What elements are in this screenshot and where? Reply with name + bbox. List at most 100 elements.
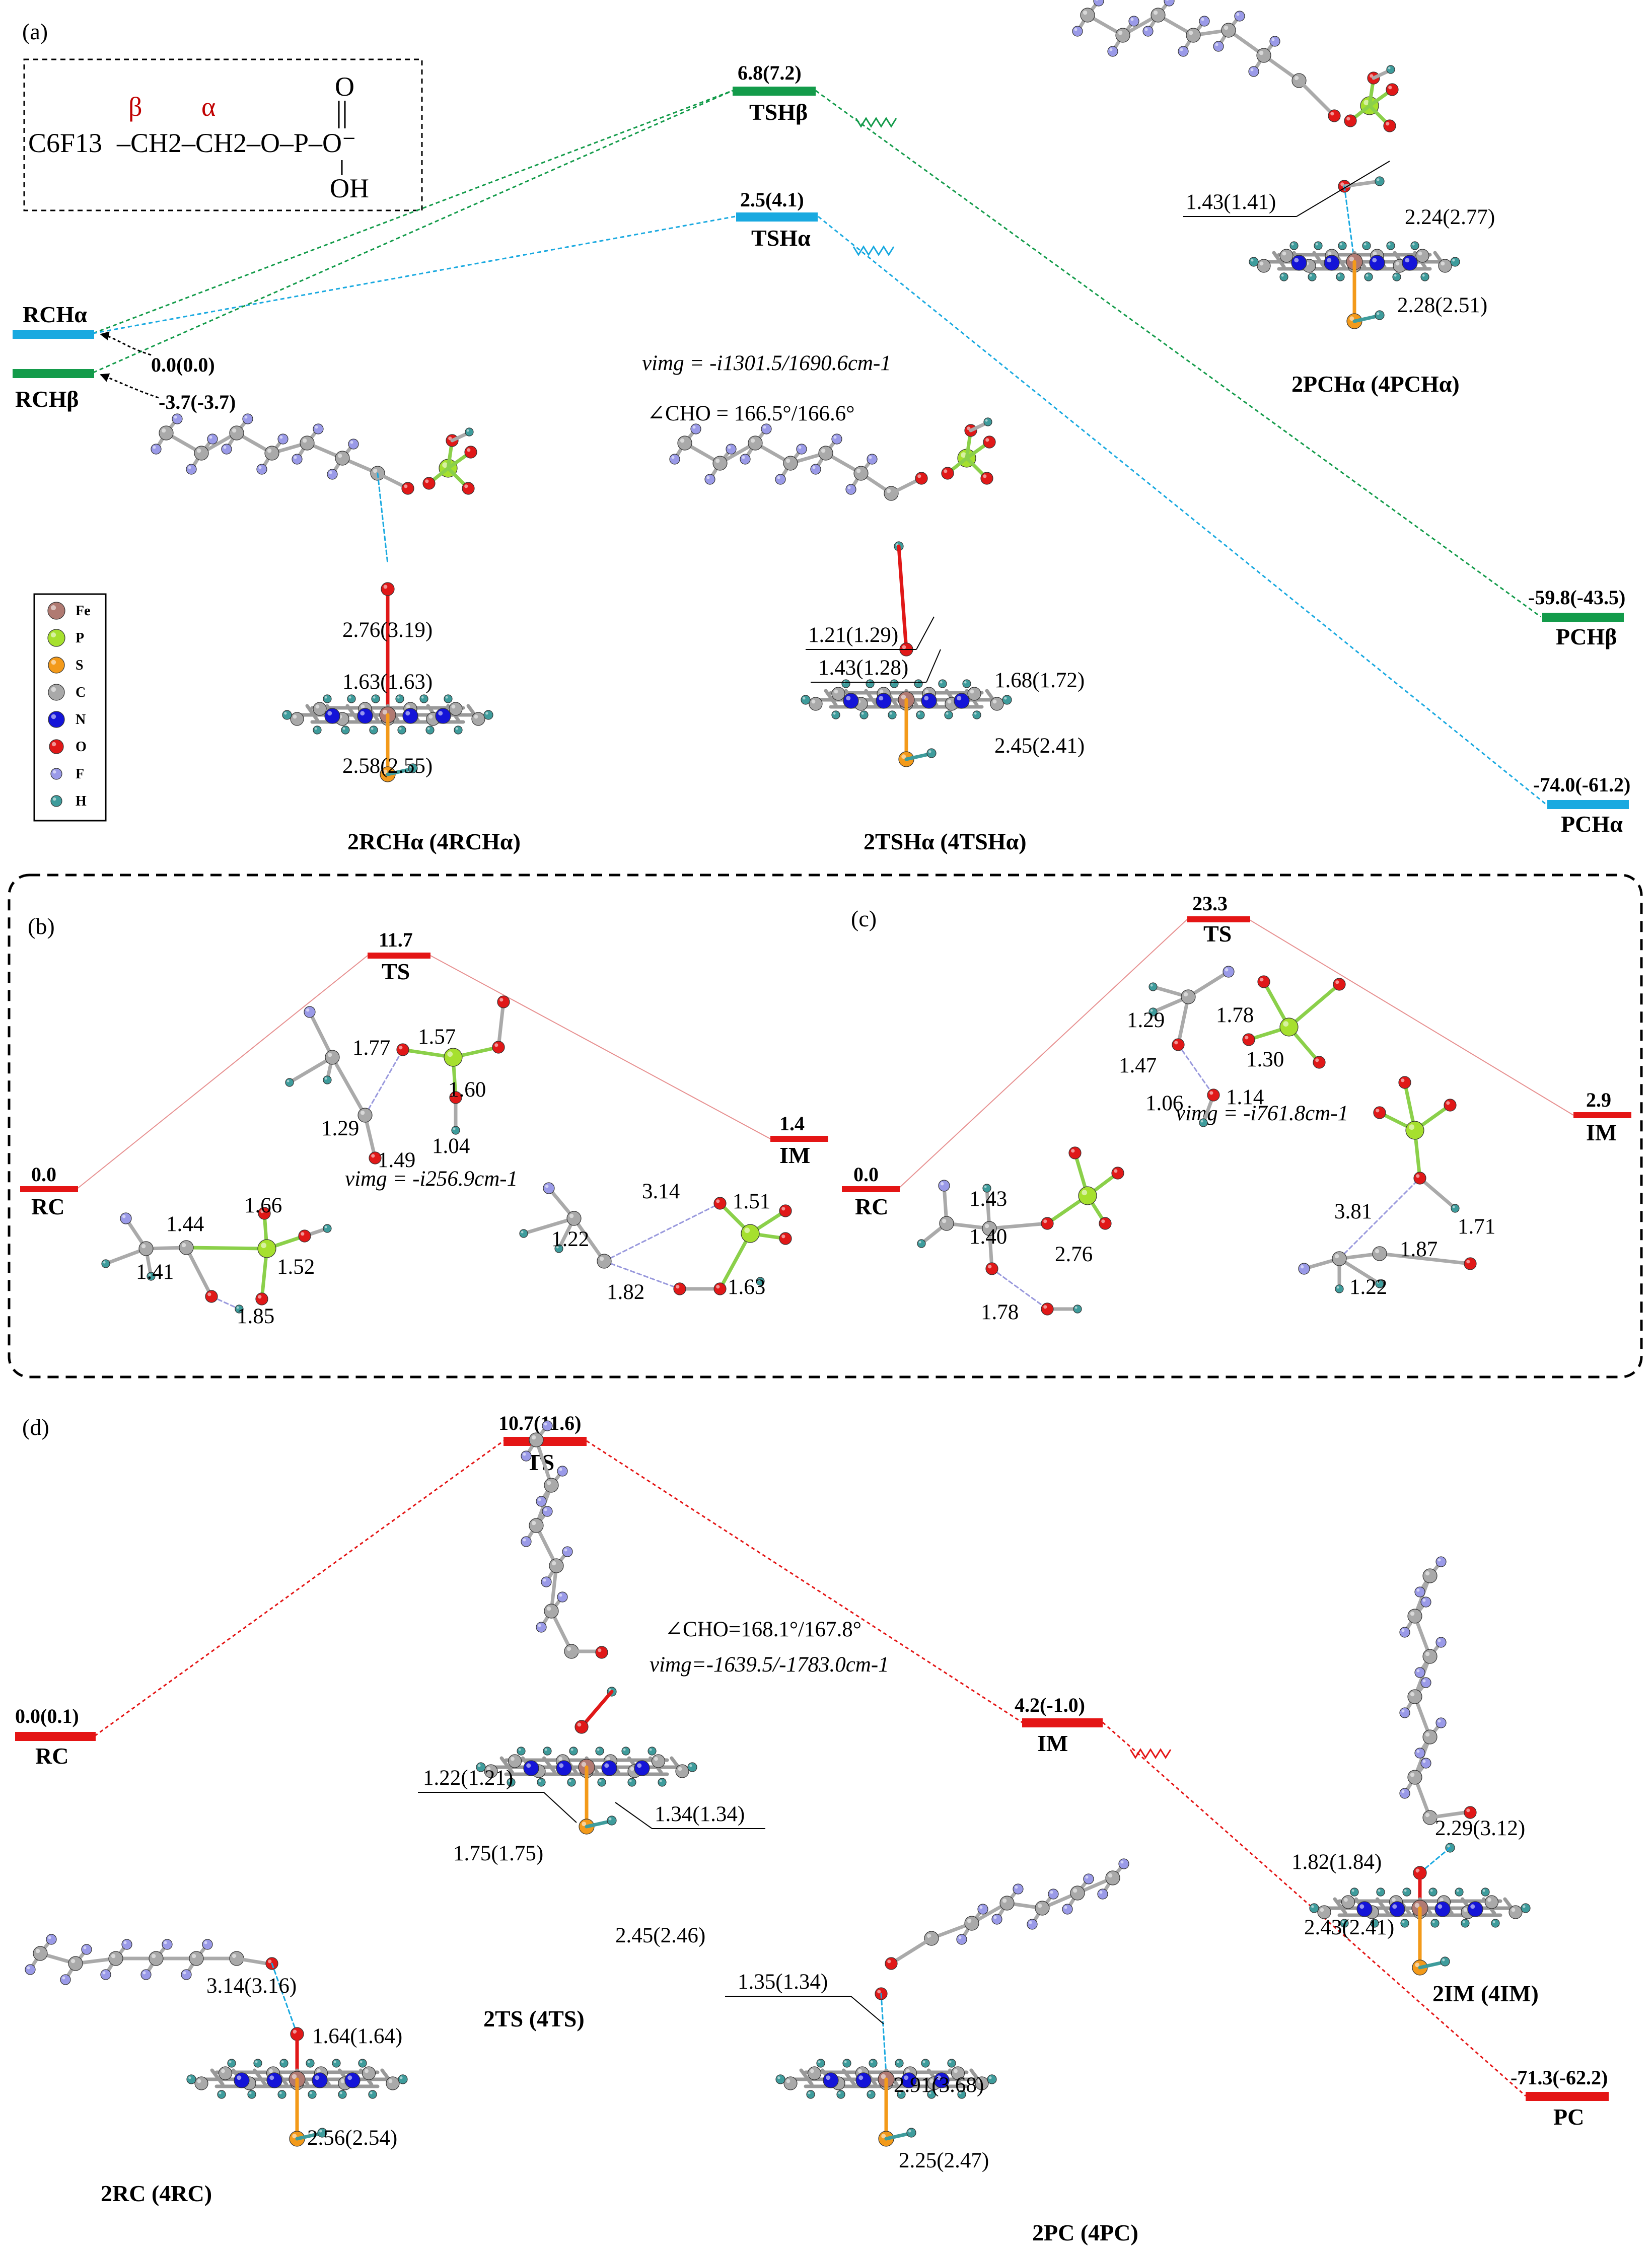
atom-f	[542, 1420, 553, 1431]
atom-h	[867, 2090, 876, 2099]
atom-h	[454, 725, 463, 735]
d-im-d3: 2.43(2.41)	[1304, 1916, 1394, 1939]
atom-n	[357, 708, 373, 724]
atom-f	[348, 439, 359, 450]
atom-h	[859, 710, 869, 719]
atom-f	[796, 444, 807, 455]
atom-c	[386, 2076, 400, 2090]
atom-h	[914, 679, 923, 688]
atom-o	[1373, 1106, 1386, 1119]
atom-f	[121, 1939, 132, 1950]
atom-f	[1013, 1883, 1024, 1895]
atom-o	[1068, 1146, 1082, 1159]
d-rc-d2: 1.64(1.64)	[312, 2024, 402, 2048]
atom-h	[1392, 272, 1401, 281]
atom-f	[562, 1546, 573, 1557]
ts-hb-level	[733, 87, 816, 96]
atom-h	[519, 1229, 528, 1238]
atom-h	[1450, 257, 1460, 267]
atom-c	[999, 1896, 1015, 1911]
atom-h	[917, 1239, 926, 1248]
d-rc-d1: 3.14(3.16)	[206, 1974, 297, 1998]
c-im-value: 2.9	[1586, 1088, 1611, 1111]
atom-h	[517, 1747, 526, 1756]
formula-oh: OH	[330, 173, 369, 203]
atom-c	[229, 425, 244, 441]
atom-n	[556, 1760, 572, 1776]
b-ts-d2: 1.60	[448, 1078, 486, 1102]
atom-f	[1414, 1586, 1425, 1598]
atom-h	[358, 2059, 367, 2068]
d-im-label: IM	[1037, 1730, 1068, 1756]
a-pc-title: 2PCHα (4PCHα)	[1291, 371, 1460, 397]
atom-p	[741, 1224, 760, 1243]
d-im-d2: 1.82(1.84)	[1291, 1850, 1382, 1874]
atom-n	[324, 708, 340, 724]
pc-ha-label: PCHα	[1561, 811, 1623, 837]
atom-h	[1199, 1118, 1208, 1127]
pc-hb-label: PCHβ	[1556, 624, 1617, 649]
atom-f	[1399, 1788, 1410, 1799]
atom-o	[983, 435, 996, 449]
d-rc-d3: 2.56(2.54)	[307, 2126, 397, 2150]
atom-h	[1386, 241, 1395, 250]
atom-h	[277, 2090, 286, 2099]
atom-c	[149, 1951, 164, 1966]
atom-f	[120, 1212, 132, 1224]
atom-c	[529, 1432, 544, 1447]
atom-o	[1207, 1088, 1220, 1102]
atom-h	[866, 679, 875, 688]
atom-c	[748, 435, 763, 451]
atom-p	[1405, 1121, 1424, 1140]
atom-f	[81, 1944, 92, 1955]
atom-o	[1041, 1217, 1054, 1230]
atom-h	[841, 679, 850, 688]
b-rc-d0: 1.44	[166, 1212, 204, 1236]
atom-f	[1083, 1873, 1094, 1884]
atom-o	[985, 1262, 998, 1275]
atom-c	[675, 1764, 689, 1778]
atom-h	[836, 2090, 845, 2099]
atom-c	[529, 1518, 544, 1533]
atom-f	[1072, 26, 1083, 37]
b-ts-structure	[285, 995, 510, 1165]
b-im-d4: 1.63	[728, 1275, 765, 1299]
atom-c	[964, 1916, 979, 1931]
atom-h	[1336, 272, 1345, 281]
atom-f	[202, 1939, 213, 1950]
atom-f	[1199, 16, 1210, 27]
atom-f	[242, 413, 253, 424]
atom-c	[807, 2066, 822, 2080]
atom-h	[1279, 272, 1288, 281]
atom-h	[962, 679, 971, 688]
atom-h	[607, 1816, 617, 1826]
atom-c	[1256, 48, 1271, 63]
atom-c	[1257, 259, 1271, 273]
b-ts-d0: 1.77	[352, 1036, 390, 1060]
atom-f	[256, 464, 267, 475]
panel-d-label: (d)	[22, 1414, 49, 1440]
atom-n	[1369, 255, 1385, 271]
panel-b-label: (b)	[28, 913, 55, 939]
atom-f	[536, 1496, 547, 1507]
atom-h	[947, 2059, 956, 2068]
atom-f	[690, 423, 701, 434]
b-rc-d2: 1.41	[136, 1260, 174, 1284]
atom-f	[1269, 36, 1280, 47]
atom-h	[687, 1762, 697, 1772]
atom-c	[853, 466, 869, 481]
atom-o	[1413, 1172, 1426, 1185]
d-rc-label: RC	[35, 1743, 68, 1769]
atom-f	[313, 423, 324, 434]
atom-h	[1335, 1284, 1344, 1293]
atom-c	[68, 1956, 83, 1971]
atom-h	[1249, 257, 1259, 267]
atom-h	[425, 725, 435, 735]
atom-h	[1375, 176, 1385, 186]
atom-h	[944, 710, 953, 719]
atom-h	[921, 2059, 930, 2068]
atom-f	[327, 469, 338, 480]
atom-h	[816, 2059, 825, 2068]
atom-h	[1420, 272, 1429, 281]
